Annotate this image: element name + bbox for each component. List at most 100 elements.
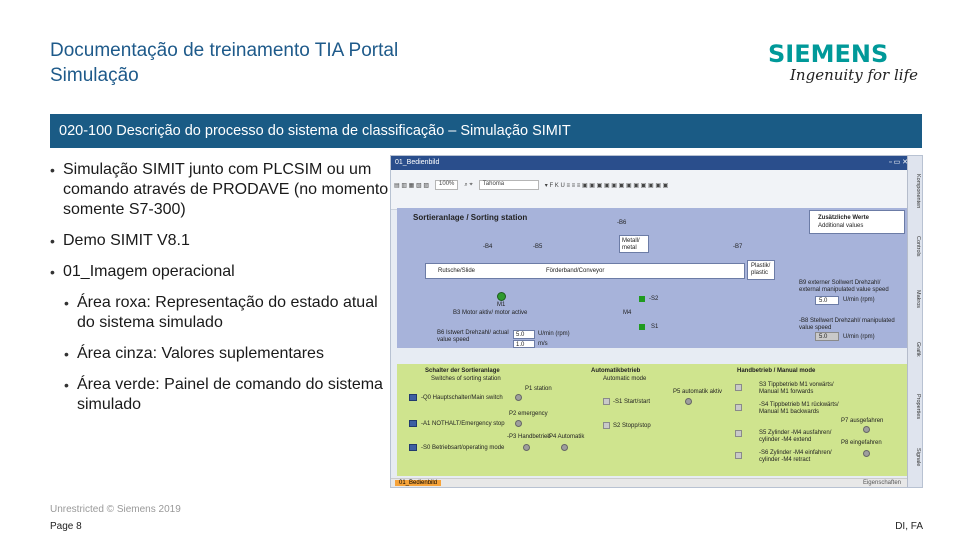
chute-label: Rutsche/Slide (438, 268, 476, 274)
sub-bullet-item: Área cinza: Valores suplementares (64, 344, 390, 364)
side-tab-graphics[interactable]: Grafik (915, 342, 921, 357)
siemens-logo: SIEMENS Ingenuity for life (768, 40, 918, 92)
stop-button[interactable] (603, 422, 610, 429)
mode-label: -S0 Betriebsart/operating mode (421, 445, 505, 451)
sensor-s1-label: S1 (651, 324, 659, 330)
stop-label: S2 Stopp/stop (613, 423, 651, 429)
s6-label: -S6 Zylinder -M4 einfahren/ cylinder -M4… (759, 450, 832, 463)
s6-button[interactable] (735, 452, 742, 459)
main-switch-label: -Q0 Hauptschalter/Main switch (421, 395, 503, 401)
speed-unit: U/min (rpm) (538, 331, 570, 337)
side-tab-signals[interactable]: Signale (915, 448, 921, 467)
conveyor-belt: Rutsche/Slide Förderband/Conveyor (425, 263, 745, 279)
setpoint2-box: 5.0 (815, 332, 839, 341)
sensor-s2-indicator (639, 296, 645, 302)
side-tab-properties[interactable]: Properties (915, 394, 921, 420)
auto-title: Automatikbetrieb (591, 368, 641, 374)
section-banner: 020-100 Descrição do processo do sistema… (50, 114, 922, 148)
s5-button[interactable] (735, 430, 742, 437)
side-tab-controls[interactable]: Controls (915, 236, 921, 257)
toolbar: ▤ ▥ ▦ ▧ ▨ 100% ⌕ ⌖ Tahoma ▾ F K U ≡ ≡ ≡ … (391, 170, 909, 210)
setpoint1-unit: U/min (rpm) (843, 297, 875, 303)
manual-title: Handbetrieb / Manual mode (737, 368, 816, 374)
setpoint1-input[interactable]: 5.0 (815, 296, 839, 305)
mps-value: 1.0 (516, 342, 525, 348)
bullet-item: Simulação SIMIT junto com PLCSIM ou um c… (50, 160, 390, 220)
motor-active-label: B3 Motor aktiv/ motor active (453, 310, 528, 316)
p8-label: P8 eingefahren (841, 440, 882, 446)
control-panel-area: Schalter der Sortieranlage Switches of s… (397, 364, 909, 476)
emergency-stop-button[interactable] (409, 420, 417, 427)
p4-lamp (561, 444, 568, 451)
p2-lamp (515, 420, 522, 427)
mode-button[interactable] (409, 444, 417, 451)
p7-lamp (863, 426, 870, 433)
start-label: -S1 Start/start (613, 399, 651, 405)
tab-bedienbild[interactable]: 01_Bedienbild (395, 480, 442, 486)
toolbar-icons[interactable]: ▤ ▥ ▦ ▧ ▨ (394, 182, 430, 189)
sensor-s1-indicator (639, 324, 645, 330)
process-area: Sortieranlage / Sorting station Zusätzli… (397, 208, 909, 348)
p1-label: P1 station (525, 386, 552, 392)
s3-label: S3 Tippbetrieb M1 vorwärts/ Manual M1 fo… (759, 382, 834, 395)
metal-box: Metall/ metal (619, 235, 649, 253)
motor-m1-indicator (497, 292, 506, 301)
plastic-label: Plastik/ plastic (751, 263, 771, 276)
p8-lamp (863, 450, 870, 457)
speed-label: B6 Istwert Drehzahl/ actual value speed (437, 330, 509, 343)
logo-slogan: Ingenuity for life (790, 66, 918, 84)
sensor-s2-label: -S2 (649, 296, 659, 302)
sub-bullet-item: Área verde: Painel de comando do sistema… (64, 375, 390, 415)
extra-values-title: Zusätzliche Werte (818, 215, 869, 221)
s4-button[interactable] (735, 404, 742, 411)
switches-title: Schalter der Sortieranlage (425, 368, 500, 374)
window-controls[interactable]: ▫ ▭ ✕ (889, 159, 908, 166)
slide-title: Documentação de treinamento TIA Portal S… (50, 38, 398, 88)
bottom-tabbar: 01_Bedienbild Eigenschaften (391, 478, 909, 487)
sensor-b7-label: -B7 (733, 244, 743, 250)
sensor-b5-label: -B5 (533, 244, 543, 250)
plastic-box: Plastik/ plastic (747, 260, 775, 280)
toolbar-icons-2[interactable]: ⌕ ⌖ (464, 181, 473, 188)
side-tab-macros[interactable]: Makros (915, 290, 921, 309)
title-line-1: Documentação de treinamento TIA Portal (50, 40, 399, 61)
auto-sub: Automatic mode (603, 376, 647, 382)
emergency-label: -A1 NOTHALT/Emergency stop (421, 421, 505, 427)
properties-tab[interactable]: Eigenschaften (862, 480, 901, 486)
footer-copyright: Unrestricted © Siemens 2019 (50, 504, 181, 515)
logo-name: SIEMENS (768, 40, 889, 68)
bullet-list: Simulação SIMIT junto com PLCSIM ou um c… (50, 160, 390, 426)
window-titlebar: 01_Bedienbild ▫ ▭ ✕ (391, 156, 922, 170)
p7-label: P7 ausgefahren (841, 418, 884, 424)
p1-lamp (515, 394, 522, 401)
mps-value-box: 1.0 (513, 340, 535, 348)
start-button[interactable] (603, 398, 610, 405)
title-line-2: Simulação (50, 65, 139, 86)
setpoint2-value: 5.0 (819, 334, 828, 340)
setpoint2-unit: U/min (rpm) (843, 334, 875, 340)
s3-button[interactable] (735, 384, 742, 391)
bullet-item: 01_Imagem operacional (50, 262, 390, 282)
setpoint2-label: -B8 Stellwert Drehzahl/ manipulated valu… (799, 318, 895, 331)
p4-label: -P4 Automatik (547, 434, 585, 440)
footer-department: DI, FA (895, 521, 923, 532)
simit-screenshot: 01_Bedienbild ▫ ▭ ✕ ▤ ▥ ▦ ▧ ▨ 100% ⌕ ⌖ T… (390, 155, 923, 488)
p2-label: P2 emergency (509, 411, 548, 417)
sensor-b4-label: -B4 (483, 244, 493, 250)
s5-label: S5 Zylinder -M4 ausfahren/ cylinder -M4 … (759, 430, 832, 443)
p5-lamp (685, 398, 692, 405)
sensor-b6-label: -B6 (617, 220, 627, 226)
main-switch-button[interactable] (409, 394, 417, 401)
p5-label: P5 automatik aktiv (673, 389, 723, 395)
sub-bullet-item: Área roxa: Representação do estado atual… (64, 293, 390, 333)
speed-value-box: 5.0 (513, 330, 535, 339)
setpoint1-label: B9 externer Sollwert Drehzahl/ external … (799, 280, 889, 293)
station-title: Sortieranlage / Sorting station (413, 213, 528, 222)
extra-values-box: Zusätzliche Werte Additional values (809, 210, 905, 234)
extra-values-sub: Additional values (818, 223, 864, 229)
side-tab-components[interactable]: Komponenten (915, 174, 921, 209)
font-select[interactable]: Tahoma (478, 180, 539, 190)
setpoint1-value: 5.0 (819, 298, 828, 304)
format-icons[interactable]: ▾ F K U ≡ ≡ ≡ ▣ ▣ ▣ ▣ ▣ ▣ ▣ ▣ ▣ ▣ ▣ ▣ (544, 182, 669, 189)
zoom-select[interactable]: 100% (435, 180, 459, 190)
